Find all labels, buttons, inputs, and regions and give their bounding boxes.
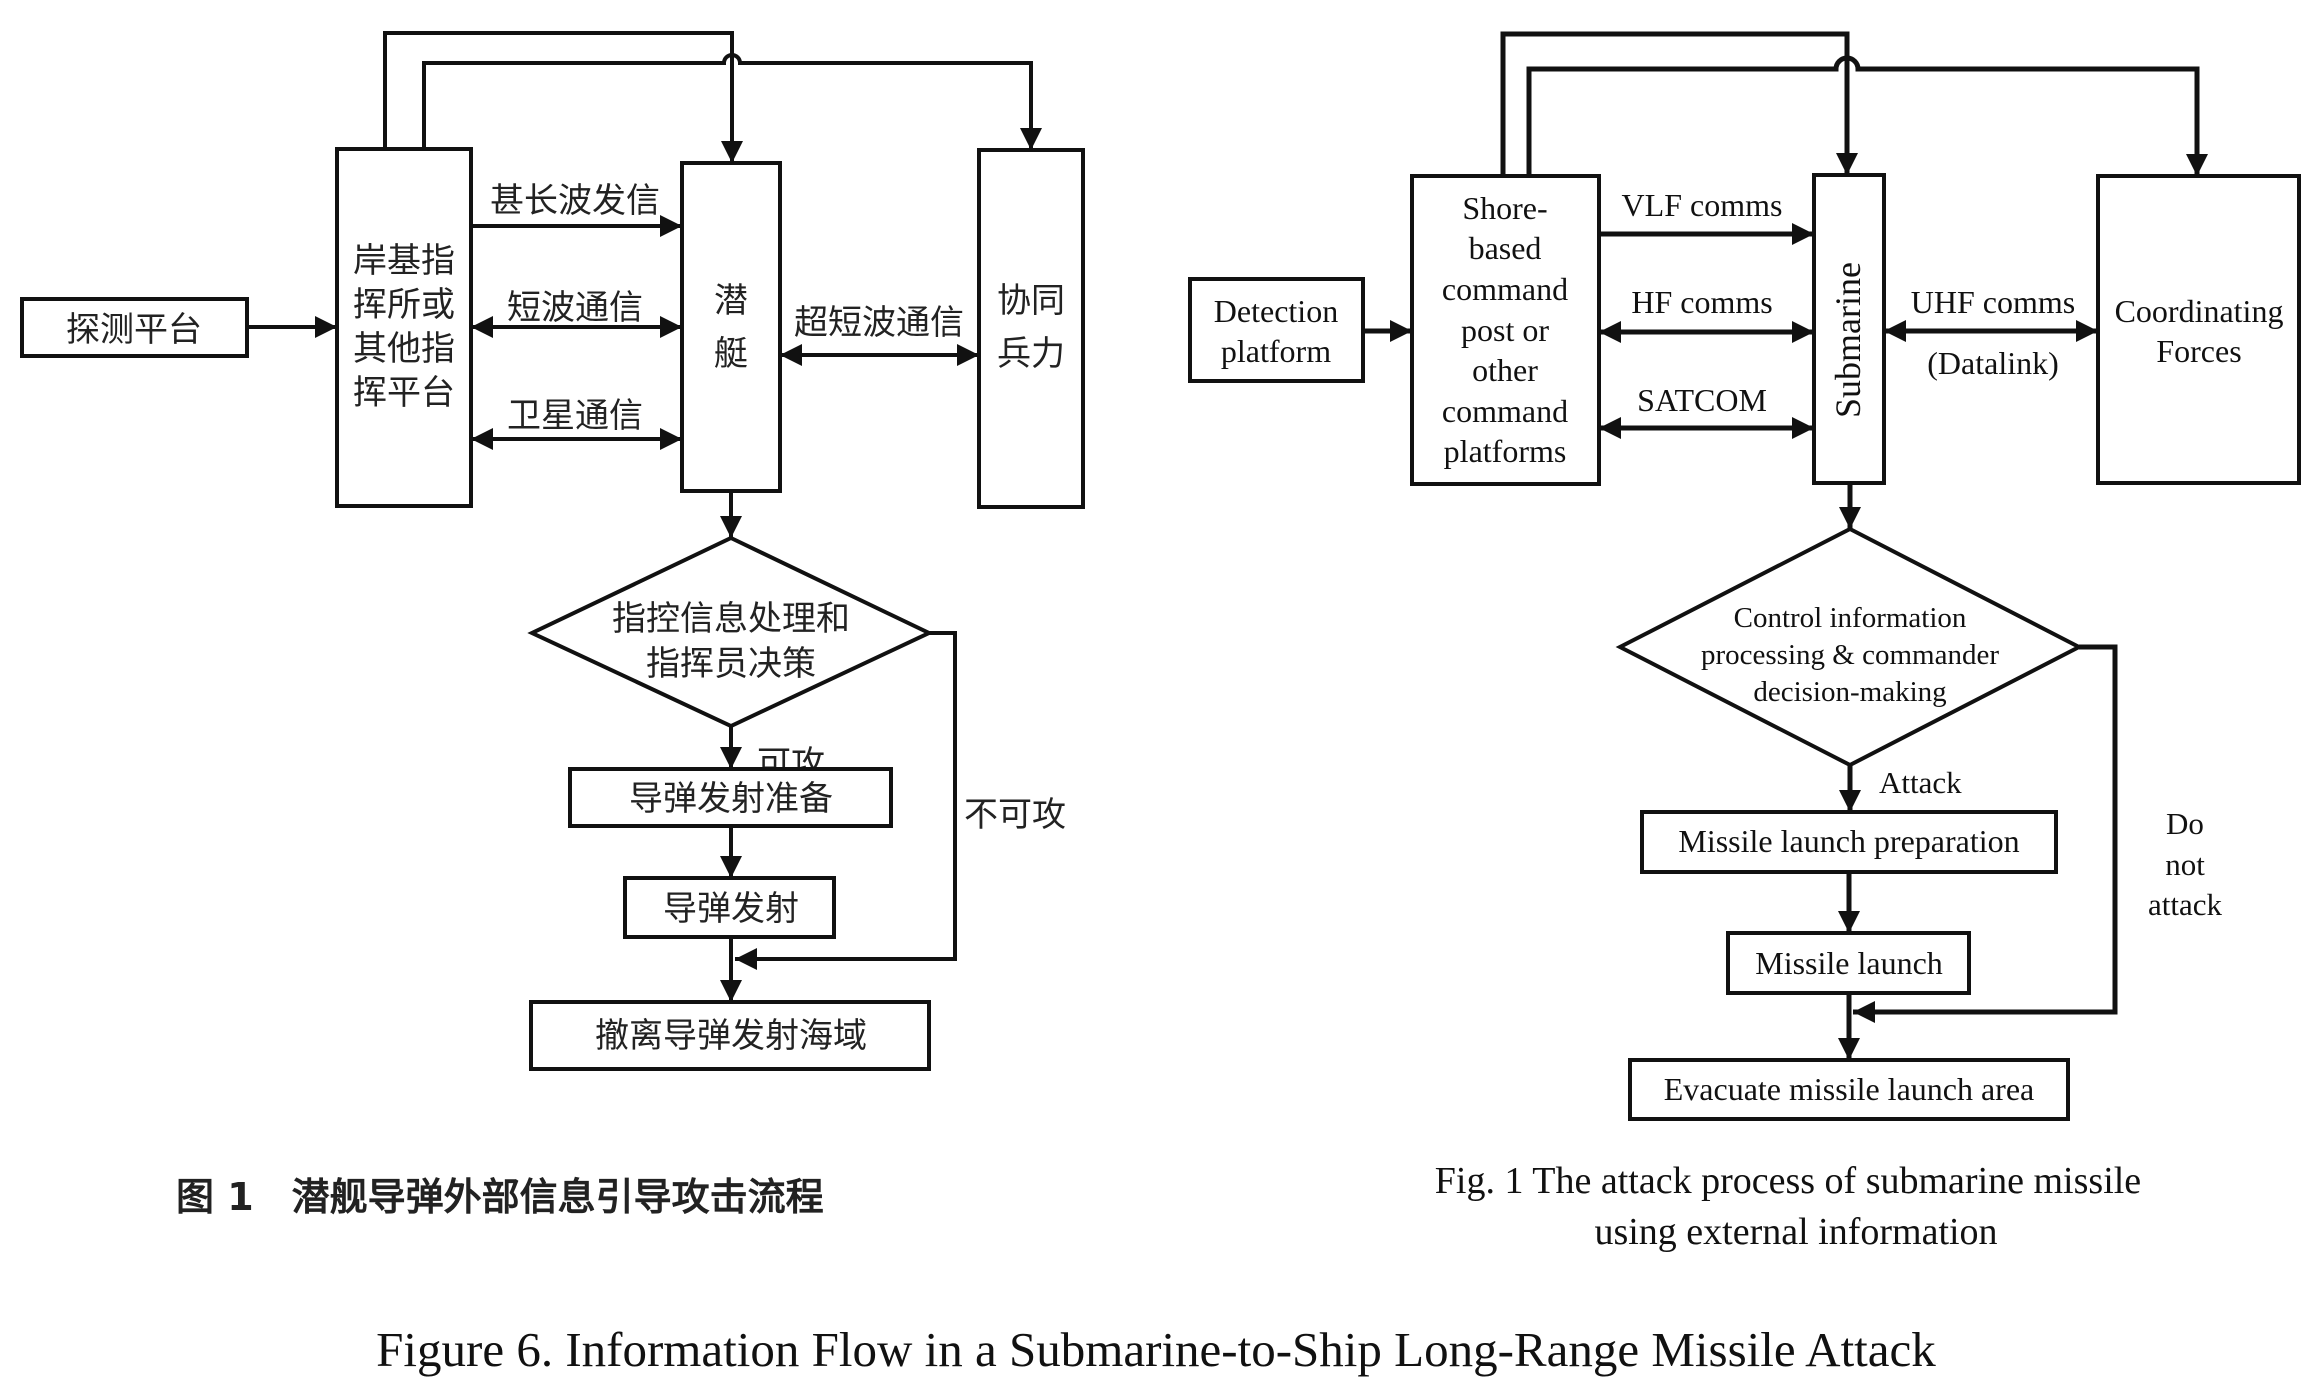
en-detection-label-1: Detection (1214, 293, 1338, 329)
en-no-attack-label-2: not (2165, 847, 2205, 882)
zh-decision-label-2: 指挥员决策 (646, 644, 816, 684)
en-vlf-label: VLF comms (1622, 187, 1783, 223)
zh-shore-label-1: 岸基指 (353, 241, 455, 281)
en-coordinating-label-2: Forces (2156, 333, 2241, 369)
zh-shore-node: 岸基指 挥所或 其他指 挥平台 (335, 147, 473, 508)
en-shore-label-7: platforms (1444, 433, 1567, 469)
zh-shore-label-2: 挥所或 (353, 285, 455, 325)
zh-detection-node: 探测平台 (20, 297, 249, 358)
zh-detection-label: 探测平台 (66, 310, 202, 350)
zh-launch-node: 导弹发射 (623, 876, 836, 939)
zh-caption: 图 1 潜舰导弹外部信息引导攻击流程 (176, 1175, 824, 1219)
zh-shore-label-4: 挥平台 (353, 373, 455, 413)
en-submarine-node: Submarine (1812, 173, 1886, 485)
en-attack-label: Attack (1879, 765, 1962, 800)
zh-hf-label: 短波通信 (507, 288, 643, 328)
zh-no-attack-label: 不可攻 (964, 795, 1066, 835)
en-uhf-label-1: UHF comms (1911, 284, 2075, 320)
zh-satcom-label: 卫星通信 (507, 396, 643, 436)
zh-coordinating-label-2: 兵力 (997, 334, 1065, 374)
en-evacuate-label: Evacuate missile launch area (1664, 1071, 2034, 1107)
en-hf-label: HF comms (1631, 284, 1772, 320)
zh-submarine-label-2: 艇 (714, 334, 748, 374)
en-launch-label: Missile launch (1755, 945, 1943, 981)
zh-no-attack-arrow (735, 631, 957, 970)
en-shore-label-3: command (1442, 271, 1568, 307)
en-caption-line-1: Fig. 1 The attack process of submarine m… (1435, 1160, 2141, 1202)
en-no-attack-label-1: Do (2166, 806, 2204, 841)
en-satcom-label: SATCOM (1637, 382, 1767, 418)
zh-submarine-node: 潜 艇 (680, 161, 782, 493)
zh-coordinating-label-1: 协同 (997, 281, 1065, 321)
zh-vlf-label: 甚长波发信 (490, 181, 660, 221)
en-evacuate-node: Evacuate missile launch area (1628, 1058, 2070, 1121)
zh-launch-label: 导弹发射 (663, 889, 799, 929)
en-shore-label-5: other (1472, 352, 1538, 388)
zh-submarine-label-1: 潜 (714, 281, 748, 321)
en-top-link-coordinating (1526, 55, 2208, 176)
en-prep-node: Missile launch preparation (1640, 810, 2058, 874)
zh-evacuate-label: 撤离导弹发射海域 (595, 1016, 867, 1056)
zh-prep-node: 导弹发射准备 (568, 767, 893, 828)
zh-shore-label-3: 其他指 (353, 329, 455, 369)
en-decision-label-2: processing & commander (1701, 639, 1999, 671)
en-detection-node: Detection platform (1188, 277, 1365, 383)
en-decision-node: Control information processing & command… (1615, 526, 2084, 768)
figure-caption: Figure 6. Information Flow in a Submarin… (376, 1322, 1936, 1377)
en-shore-label-1: Shore- (1462, 190, 1547, 226)
en-prep-label: Missile launch preparation (1678, 823, 2019, 859)
zh-top-link-submarine (383, 31, 743, 163)
en-launch-node: Missile launch (1726, 931, 1971, 995)
en-no-attack-label-3: attack (2148, 887, 2223, 922)
zh-coordinating-node: 协同 兵力 (977, 148, 1085, 509)
en-shore-label-4: post or (1461, 312, 1549, 348)
zh-decision-node: 指控信息处理和 指挥员决策 (527, 535, 934, 729)
en-decision-label-3: decision-making (1753, 676, 1946, 708)
en-shore-node: Shore- based command post or other comma… (1410, 174, 1601, 486)
en-coordinating-label-1: Coordinating (2115, 293, 2284, 329)
en-shore-label-2: based (1469, 230, 1542, 266)
zh-decision-label-1: 指控信息处理和 (612, 599, 850, 639)
en-detection-label-2: platform (1221, 333, 1331, 369)
zh-uhf-label: 超短波通信 (794, 303, 964, 343)
en-shore-label-6: command (1442, 393, 1568, 429)
en-coordinating-node: Coordinating Forces (2096, 174, 2301, 485)
en-caption-line-2: using external information (1594, 1211, 1997, 1253)
en-no-attack-arrow (1853, 644, 2118, 1023)
en-decision-label-1: Control information (1734, 602, 1967, 634)
right-diagram: Detection platform Shore- based command … (1188, 31, 2301, 1253)
en-submarine-label: Submarine (1828, 262, 1868, 418)
zh-prep-label: 导弹发射准备 (629, 779, 833, 819)
en-uhf-label-2: (Datalink) (1927, 345, 2059, 381)
en-top-link-submarine (1500, 31, 1858, 176)
zh-top-link-coordinating (422, 53, 1042, 150)
zh-evacuate-node: 撤离导弹发射海域 (529, 1000, 931, 1071)
left-diagram: 探测平台 岸基指 挥所或 其他指 挥平台 潜 艇 协同 兵力 甚长波发信 (20, 31, 1085, 1219)
